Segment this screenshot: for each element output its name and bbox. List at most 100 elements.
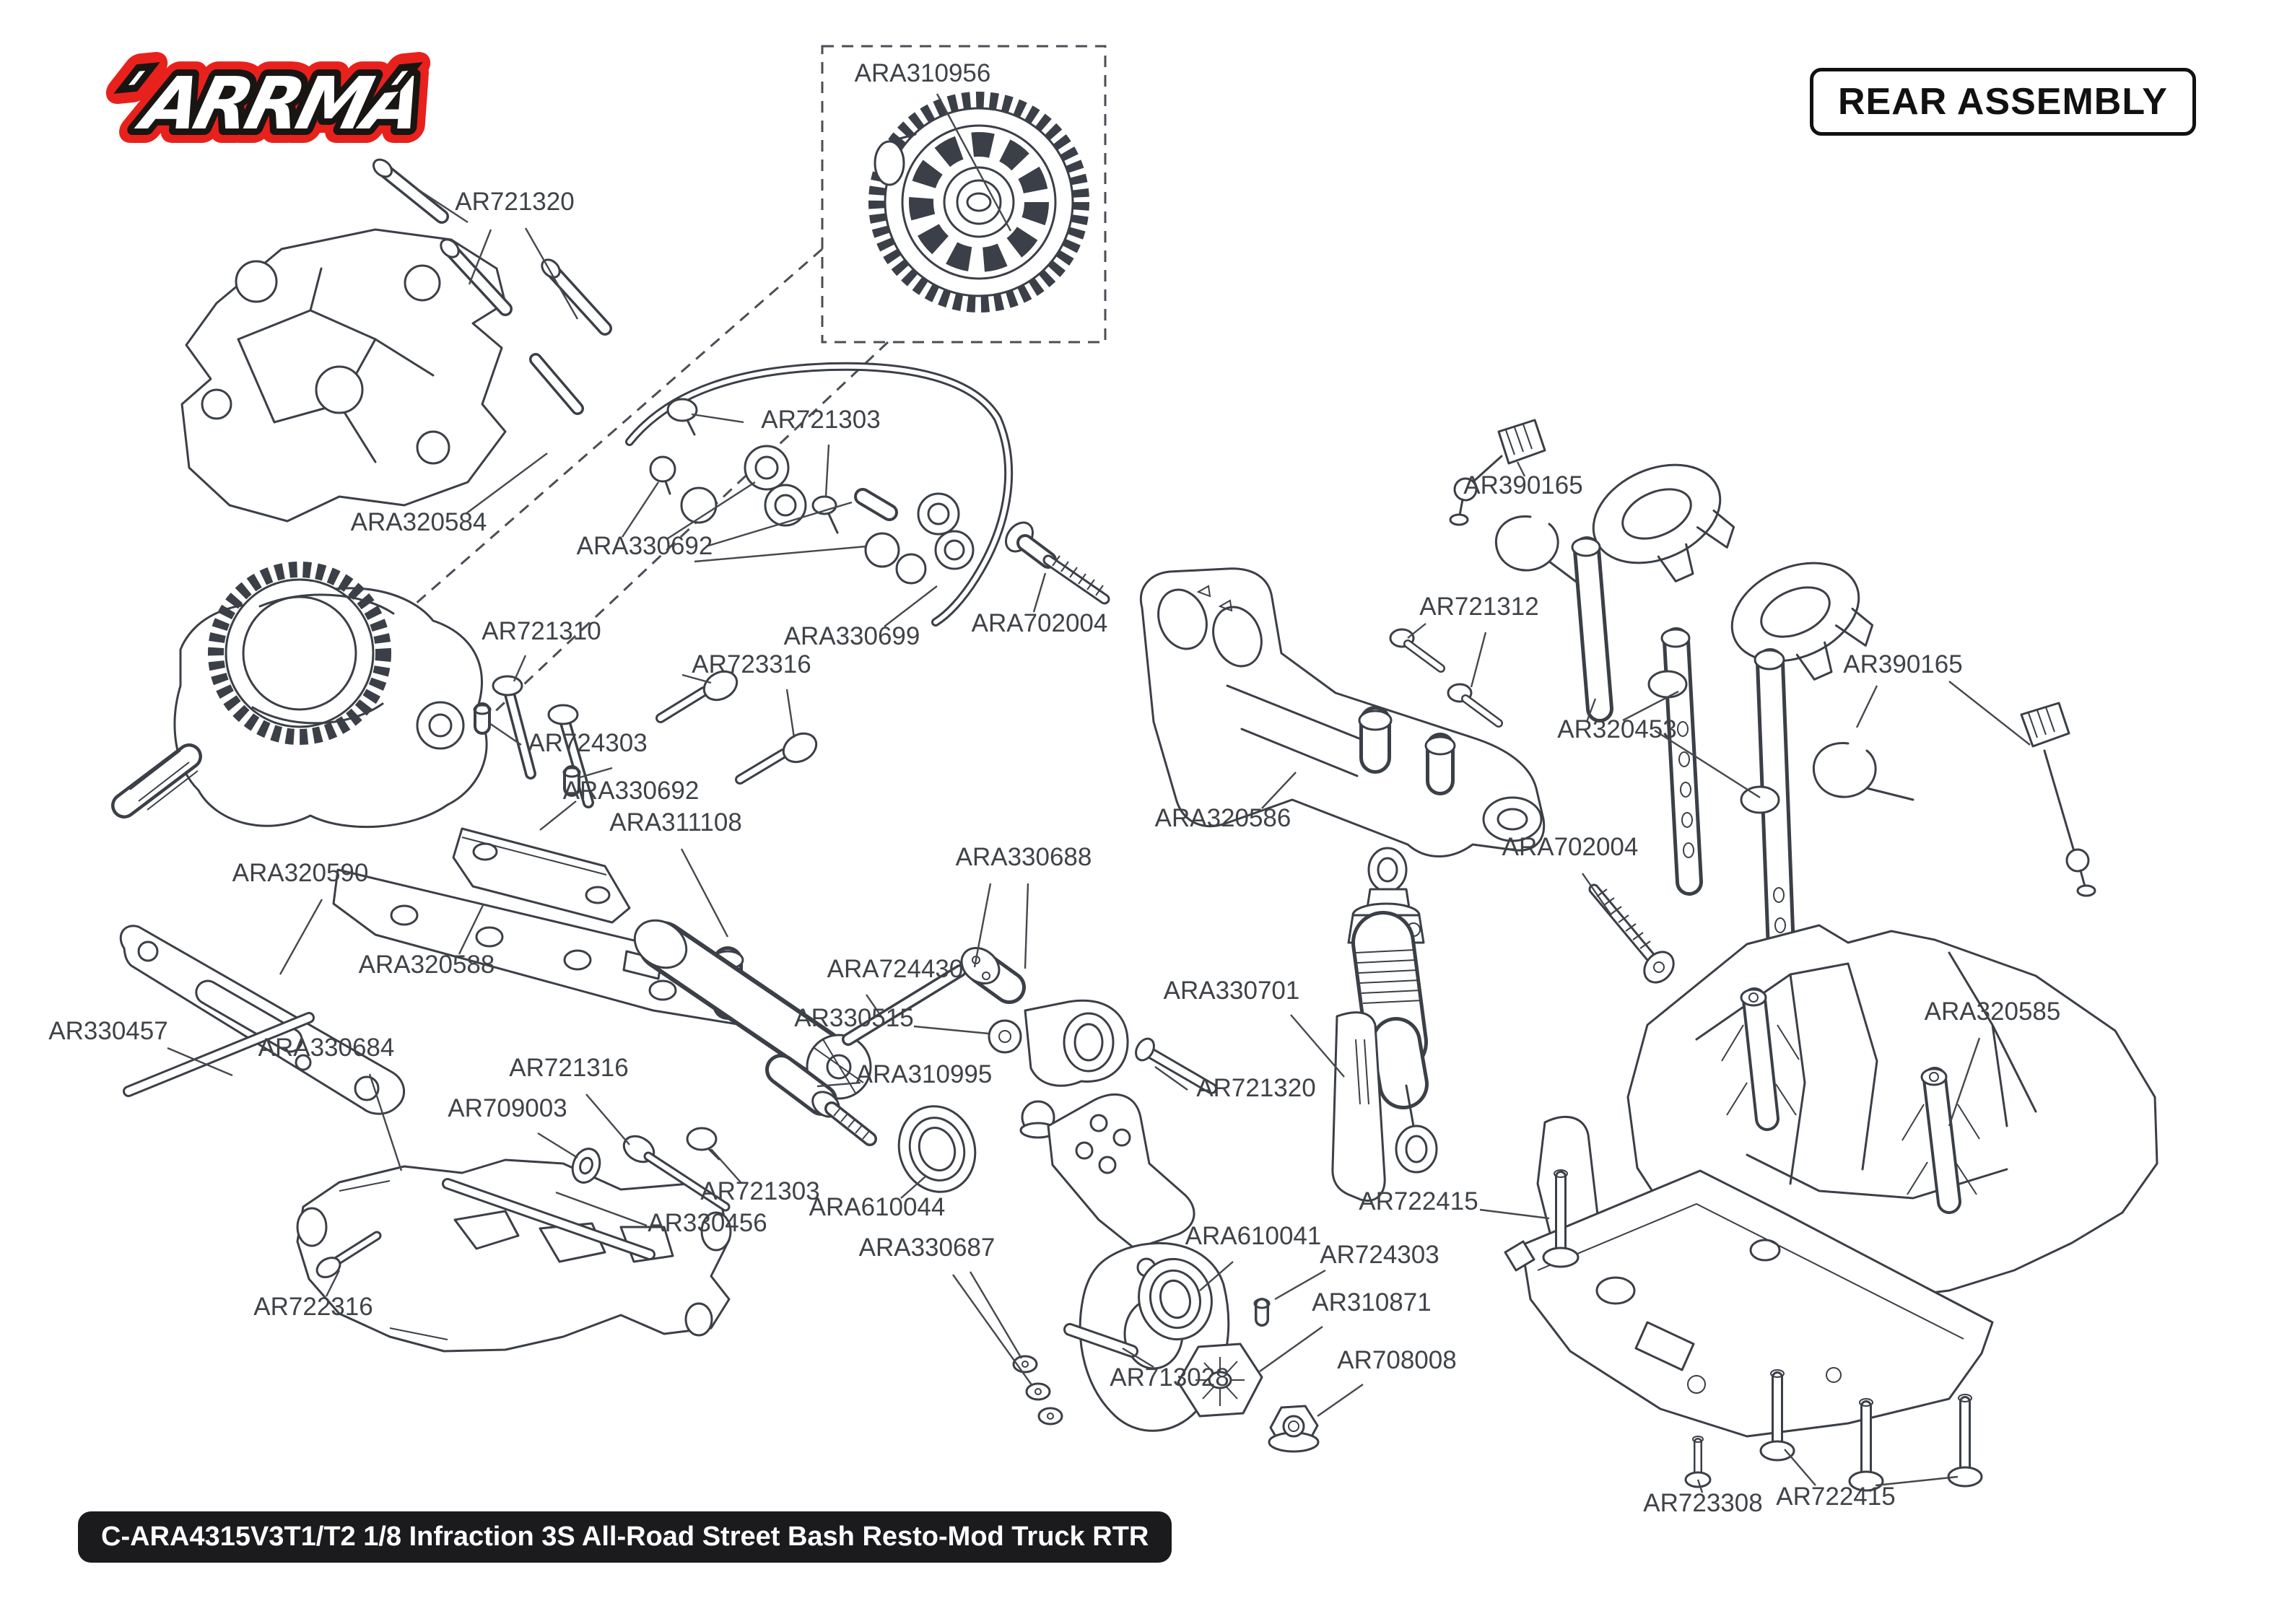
part-label-AR723316: AR723316 — [681, 650, 811, 738]
leader-line — [705, 501, 853, 548]
arrma-logo: ARRMA ARRMA ARRMA — [105, 48, 433, 149]
part-number-text: ARA320586 — [1155, 804, 1291, 832]
part-label-AR721316: AR721316 — [509, 1054, 630, 1145]
part-bearing-small — [1138, 1257, 1213, 1341]
part-number-text: AR390165 — [1463, 471, 1582, 499]
part-number-text: ARA610041 — [1185, 1222, 1322, 1250]
leader-line — [539, 800, 577, 831]
leader-line — [785, 689, 796, 738]
part-number-text: AR724303 — [528, 729, 647, 757]
part-number-text: AR724303 — [1320, 1241, 1439, 1269]
part-label-AR390165: AR390165 — [1463, 461, 1583, 499]
leader-line — [167, 1047, 233, 1077]
part-number-text: ARA320590 — [232, 859, 369, 887]
part-number-text: AR708008 — [1337, 1346, 1456, 1374]
leader-line — [952, 1274, 1033, 1387]
part-label-AR721310: AR721310 — [482, 617, 601, 682]
leader-line — [936, 93, 1012, 232]
leader-line — [1407, 623, 1426, 639]
part-label-ARA330701: ARA330701 — [1164, 977, 1345, 1078]
leader-line — [667, 481, 756, 540]
part-sway-bar — [625, 362, 1014, 627]
leader-line — [1784, 1449, 1816, 1486]
part-hinge-pin-long — [123, 1012, 315, 1097]
part-label-ARA311108: ARA311108 — [609, 808, 742, 938]
part-label-AR310871: AR310871 — [1259, 1288, 1432, 1372]
leader-line — [710, 1148, 741, 1183]
part-number-text: ARA330684 — [258, 1034, 395, 1062]
part-label-AR330515: AR330515 — [794, 1004, 990, 1035]
part-mount-screws — [1389, 628, 1503, 728]
part-label-AR721312: AR721312 — [1407, 593, 1539, 688]
leader-line — [680, 848, 729, 938]
part-label-ARA320584: ARA320584 — [351, 453, 548, 536]
part-number-text: AR310871 — [1312, 1288, 1431, 1317]
part-label-ARA310956: ARA310956 — [855, 59, 1012, 232]
part-spur-gear — [868, 92, 1089, 313]
leader-line — [279, 899, 323, 975]
leader-line — [1696, 1479, 1704, 1493]
leader-line — [465, 453, 548, 515]
part-number-text: AR709003 — [448, 1094, 567, 1122]
leader-line — [524, 227, 579, 320]
part-number-text: AR721320 — [455, 188, 574, 216]
leader-line — [577, 767, 613, 780]
part-number-text: ARA330699 — [784, 622, 920, 650]
leader-line — [900, 1176, 926, 1199]
leader-line — [585, 1093, 630, 1145]
leader-line — [537, 1132, 578, 1159]
leader-line — [1582, 873, 1612, 916]
part-number-text: AR723308 — [1643, 1489, 1762, 1517]
leader-line — [1654, 729, 1761, 799]
leader-line — [969, 1271, 1023, 1359]
part-axle-hardware — [442, 1127, 731, 1260]
part-gearbox-housing — [180, 228, 507, 523]
detail-dashed-box — [375, 45, 1107, 730]
part-label-ARA610041: ARA610041 — [1185, 1222, 1322, 1291]
part-number-text: ARA330692 — [563, 777, 700, 805]
page-title: REAR ASSEMBLY — [1809, 68, 2196, 136]
part-label-AR722316: AR722316 — [253, 1270, 373, 1321]
leader-line — [1032, 572, 1047, 613]
leader-line — [1622, 690, 1679, 722]
part-suspension-mount — [1140, 567, 1546, 857]
part-label-ARA330692: ARA330692 — [539, 777, 700, 831]
part-label-AR708008: AR708008 — [1317, 1346, 1457, 1417]
leader-line — [1154, 1066, 1188, 1091]
leader-line — [1261, 772, 1297, 809]
part-label-AR390165: AR390165 — [1843, 650, 2031, 746]
part-diffuser-screws — [1542, 1169, 1983, 1492]
part-label-ARA330687: ARA330687 — [859, 1234, 1033, 1387]
leader-line — [368, 1073, 403, 1171]
model-code-strip: C-ARA4315V3T1/T2 1/8 Infraction 3S All-R… — [78, 1511, 1172, 1563]
leader-line — [1274, 1269, 1326, 1301]
leader-line — [694, 545, 867, 563]
part-number-text: AR721310 — [482, 617, 601, 645]
leader-line — [1122, 1347, 1154, 1368]
leader-line — [489, 722, 522, 746]
part-label-ARA702004: ARA702004 — [972, 572, 1107, 637]
leader-line — [1317, 1384, 1364, 1417]
part-number-text: ARA330692 — [577, 532, 713, 560]
leader-line — [1875, 1475, 1959, 1487]
leader-line — [1470, 632, 1487, 688]
part-label-ARA320585: ARA320585 — [1925, 997, 2060, 1127]
part-long-screw-right — [1588, 883, 1675, 984]
leader-line — [513, 655, 527, 682]
part-hinge-pins — [372, 158, 612, 415]
part-label-ARA310995: ARA310995 — [816, 1060, 992, 1088]
part-number-text: AR722415 — [1359, 1187, 1478, 1215]
leader-line — [913, 1025, 990, 1035]
part-number-text: ARA320584 — [351, 508, 487, 536]
part-label-AR320453: AR320453 — [1557, 690, 1761, 799]
leader-line — [1024, 883, 1029, 969]
part-number-text: AR330515 — [794, 1004, 913, 1032]
leader-line — [866, 994, 883, 1018]
part-rear-diffuser — [1504, 924, 2158, 1438]
leader-line — [555, 1191, 648, 1227]
leader-line — [681, 673, 712, 684]
part-label-AR722415: AR722415 — [1776, 1449, 1959, 1511]
logo-text-outline: ARRMA — [129, 61, 428, 145]
leader-line — [1479, 1208, 1550, 1220]
